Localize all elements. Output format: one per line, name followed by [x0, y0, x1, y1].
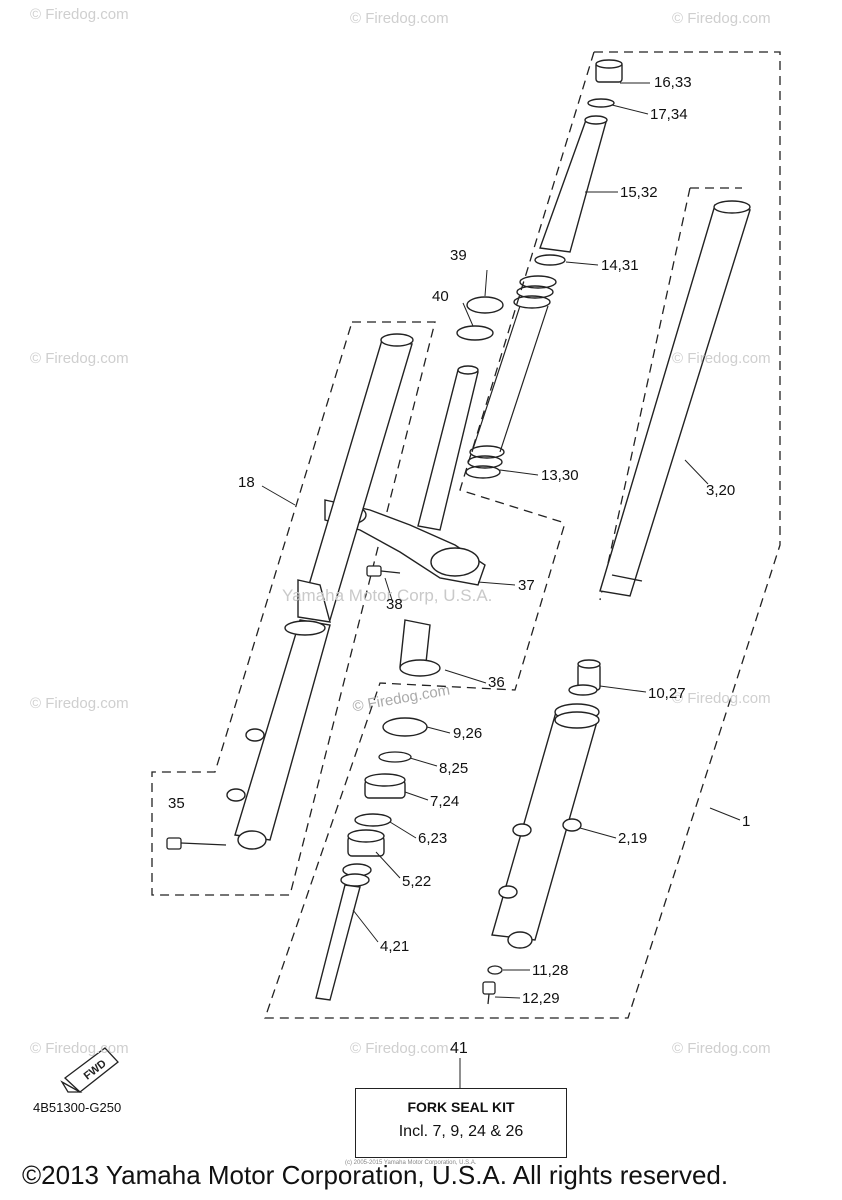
- firedog-watermark: © Firedog.com: [672, 1040, 771, 1057]
- fork-seal-kit-box: FORK SEAL KIT Incl. 7, 9, 24 & 26: [355, 1088, 567, 1158]
- firedog-watermark: © Firedog.com: [672, 10, 771, 27]
- firedog-watermark: © Firedog.com: [350, 1040, 449, 1057]
- seal-guard-36: [399, 619, 441, 677]
- firedog-watermark: © Firedog.com: [350, 10, 449, 27]
- copyright-footer: ©2013 Yamaha Motor Corporation, U.S.A. A…: [22, 1160, 729, 1190]
- callout-4-21: 4,21: [380, 938, 410, 955]
- callout-38: 38: [386, 596, 403, 613]
- callout-18: 18: [238, 474, 255, 491]
- callout-8-25: 8,25: [439, 760, 469, 777]
- callout-7-24: 7,24: [430, 793, 460, 810]
- assembly-boundary-left: [151, 321, 436, 896]
- firedog-watermark: © Firedog.com: [672, 690, 771, 707]
- callout-35: 35: [168, 795, 185, 812]
- diagram-code: 4B51300-G250: [33, 1100, 122, 1115]
- callout-16-33: 16,33: [654, 74, 692, 91]
- assembly-boundary-right: [264, 51, 781, 1019]
- callout-5-22: 5,22: [402, 873, 432, 890]
- bolt-35: [166, 837, 227, 850]
- slider-right: [491, 703, 600, 949]
- kit-title: FORK SEAL KIT: [407, 1099, 515, 1115]
- damper-boundary: [459, 51, 595, 524]
- washer-11: [487, 965, 503, 975]
- callout-11-28: 11,28: [532, 962, 569, 979]
- callout-39: 39: [450, 247, 467, 264]
- oil-seal-7: [364, 773, 406, 799]
- callout-17-34: 17,34: [650, 106, 688, 123]
- washer-6: [354, 813, 392, 827]
- bearing-39: [466, 296, 504, 314]
- callout-6-23: 6,23: [418, 830, 448, 847]
- center-watermark: Yamaha Motor Corp, U.S.A.: [282, 586, 493, 605]
- callout-14-31: 14,31: [601, 257, 639, 274]
- damper-rod: [315, 863, 372, 1001]
- callout-1: 1: [742, 813, 751, 830]
- steering-stem: [417, 365, 479, 531]
- spring-lower: [465, 445, 505, 479]
- callout-2-19: 2,19: [618, 830, 648, 847]
- firedog-watermark: © Firedog.com: [30, 350, 129, 367]
- firedog-watermark: © Firedog.com: [30, 695, 129, 712]
- callout-12-29: 12,29: [522, 990, 560, 1007]
- bushing-10: [568, 659, 601, 696]
- callout-15-32: 15,32: [620, 184, 658, 201]
- callout-3-20: 3,20: [706, 482, 736, 499]
- clip-8: [378, 751, 412, 763]
- small-print: (c) 2005-2015 Yamaha Motor Corporation, …: [345, 1160, 477, 1166]
- callout-36: 36: [488, 674, 505, 691]
- bushing-5: [347, 829, 385, 857]
- callout-13-30: 13,30: [541, 467, 579, 484]
- callout-41: 41: [450, 1040, 468, 1057]
- bolt-12: [482, 981, 496, 1005]
- kit-description: Incl. 7, 9, 24 & 26: [398, 1123, 524, 1140]
- fork-left: [226, 333, 414, 850]
- dust-seal-9: [382, 717, 428, 737]
- callout-9-26: 9,26: [453, 725, 483, 742]
- callout-40: 40: [432, 288, 449, 305]
- firedog-watermark: © Firedog.com: [672, 350, 771, 367]
- damper-tube: [539, 115, 608, 253]
- firedog-watermark: © Firedog.com: [30, 1040, 129, 1057]
- firedog-watermark: © Firedog.com: [30, 6, 129, 23]
- bolt-38: [366, 565, 401, 577]
- seal-40: [456, 325, 494, 341]
- washer-14: [534, 254, 566, 266]
- callout-10-27: 10,27: [648, 685, 686, 702]
- fwd-arrow-icon: [60, 1047, 119, 1093]
- callout-37: 37: [518, 577, 535, 594]
- cap-bolt: [587, 59, 623, 108]
- outer-tube-right: [599, 200, 751, 597]
- spring-upper: [513, 275, 557, 309]
